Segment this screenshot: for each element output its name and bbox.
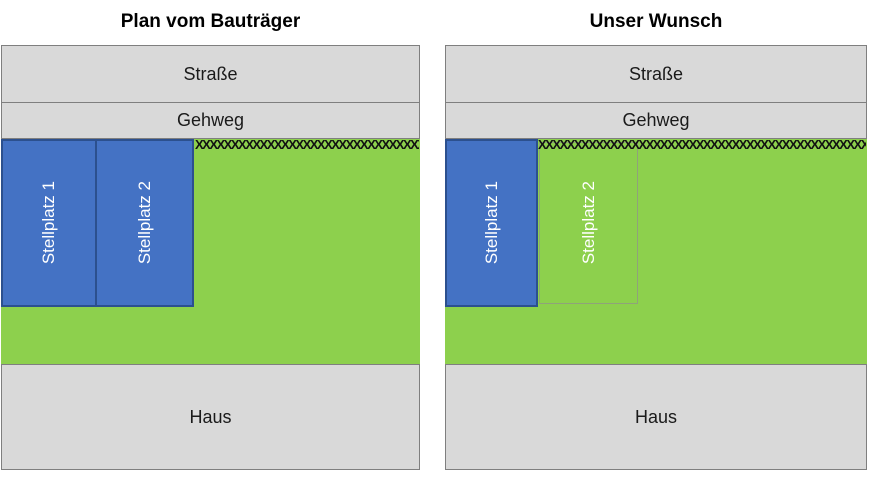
panel-our-wish: Unser Wunsch Straße Gehweg XXXXXXXXXXXXX…	[445, 0, 867, 480]
panel-developer-plan: Plan vom Bauträger Straße Gehweg XXXXXXX…	[1, 0, 420, 480]
parking-spot-2-label: Stellplatz 2	[134, 181, 154, 265]
sidewalk-zone: Gehweg	[1, 102, 420, 139]
fence-row: XXXXXXXXXXXXXXXXXXXXXXXXXXXXXXXXXXXXXXXX…	[538, 138, 866, 152]
fence-row: XXXXXXXXXXXXXXXXXXXXXXXXXXXXXXXXXXXXXXXX…	[195, 138, 419, 152]
parking-spot-1: Stellplatz 1	[1, 139, 97, 307]
parking-spot-2-label: Stellplatz 2	[578, 181, 598, 265]
parking-spot-1: Stellplatz 1	[445, 139, 538, 307]
parking-spot-1-label: Stellplatz 1	[481, 181, 501, 265]
parking-spot-2: Stellplatz 2	[95, 139, 194, 307]
panel-title: Plan vom Bauträger	[120, 11, 301, 32]
street-zone: Straße	[445, 45, 867, 103]
lawn-zone: XXXXXXXXXXXXXXXXXXXXXXXXXXXXXXXXXXXXXXXX…	[445, 138, 867, 365]
house-zone: Haus	[1, 364, 420, 470]
panel-title: Unser Wunsch	[589, 11, 723, 32]
house-zone: Haus	[445, 364, 867, 470]
parking-spot-2-outline: Stellplatz 2	[539, 142, 638, 304]
parking-spot-1-label: Stellplatz 1	[39, 181, 58, 265]
lawn-zone: XXXXXXXXXXXXXXXXXXXXXXXXXXXXXXXXXXXXXXXX…	[1, 138, 420, 365]
sidewalk-zone: Gehweg	[445, 102, 867, 139]
street-zone: Straße	[1, 45, 420, 103]
